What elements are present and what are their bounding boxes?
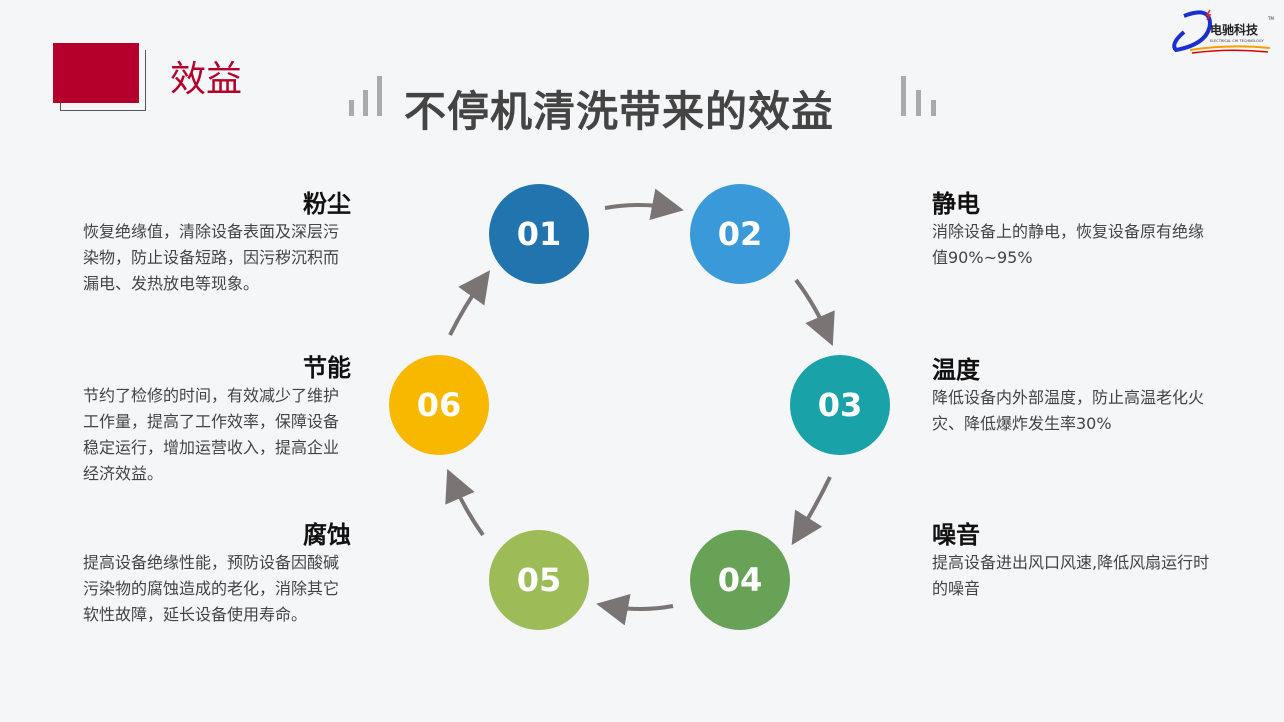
svg-text:ELECTRICAL CHI TECHNOLOGY: ELECTRICAL CHI TECHNOLOGY — [1210, 39, 1264, 43]
section-marker — [53, 43, 139, 103]
benefit-title: 腐蚀 — [303, 521, 351, 549]
title-deco-bar — [363, 90, 368, 116]
benefit-static: 静电 消除设备上的静电，恢复设备原有绝缘值90%~95% — [932, 184, 1212, 271]
title-deco-bar — [916, 90, 921, 116]
benefit-text: 恢复绝缘值，清除设备表面及深层污染物，防止设备短路，因污秽沉积而漏电、发热放电等… — [83, 222, 340, 293]
step-circle-06: 06 — [389, 355, 489, 455]
benefit-text: 消除设备上的静电，恢复设备原有绝缘值90%~95% — [932, 222, 1205, 267]
step-circle-02: 02 — [690, 184, 790, 284]
page-title: 不停机清洗带来的效益 — [404, 87, 835, 136]
step-circle-03: 03 — [790, 355, 890, 455]
benefit-title: 粉尘 — [303, 190, 351, 218]
benefit-corrosion: 腐蚀 提高设备绝缘性能，预防设备因酸碱污染物的腐蚀造成的老化，消除其它软性故障，… — [83, 515, 353, 628]
step-circle-04: 04 — [690, 530, 790, 630]
benefit-text: 提高设备进出风口风速,降低风扇运行时的噪音 — [932, 553, 1210, 598]
benefit-title: 噪音 — [932, 521, 980, 549]
company-logo: 电驰科技 ELECTRICAL CHI TECHNOLOGY TM — [1170, 4, 1280, 56]
arrow-05-06 — [445, 468, 485, 537]
benefit-title: 节能 — [303, 354, 351, 382]
title-deco-bar — [931, 100, 936, 116]
benefit-text: 提高设备绝缘性能，预防设备因酸碱污染物的腐蚀造成的老化，消除其它软性故障，延长设… — [83, 553, 340, 624]
benefit-title: 静电 — [932, 190, 980, 218]
benefit-text: 节约了检修的时间，有效减少了维护工作量，提高了工作效率，保障设备稳定运行，增加运… — [83, 386, 340, 483]
title-deco-bar — [349, 100, 354, 116]
benefit-title: 温度 — [932, 356, 980, 384]
benefit-text: 降低设备内外部温度，防止高温老化火灾、降低爆炸发生率30% — [932, 388, 1205, 433]
svg-text:电驰科技: 电驰科技 — [1210, 22, 1259, 37]
step-circle-05: 05 — [489, 530, 589, 630]
title-deco-bar — [377, 76, 382, 116]
svg-text:TM: TM — [1267, 16, 1274, 21]
arrow-04-05 — [596, 593, 674, 626]
arrow-01-02 — [604, 188, 684, 221]
benefit-noise: 噪音 提高设备进出风口风速,降低风扇运行时的噪音 — [932, 515, 1212, 602]
benefit-energy: 节能 节约了检修的时间，有效减少了维护工作量，提高了工作效率，保障设备稳定运行，… — [83, 348, 353, 487]
benefit-temperature: 温度 降低设备内外部温度，防止高温老化火灾、降低爆炸发生率30% — [932, 350, 1212, 437]
step-circle-01: 01 — [489, 184, 589, 284]
benefit-dust: 粉尘 恢复绝缘值，清除设备表面及深层污染物，防止设备短路，因污秽沉积而漏电、发热… — [83, 184, 353, 297]
arrow-06-01 — [448, 270, 491, 336]
section-label: 效益 — [170, 59, 243, 100]
arrow-03-04 — [791, 476, 832, 546]
title-deco-bar — [901, 76, 906, 116]
arrow-02-03 — [794, 278, 835, 347]
